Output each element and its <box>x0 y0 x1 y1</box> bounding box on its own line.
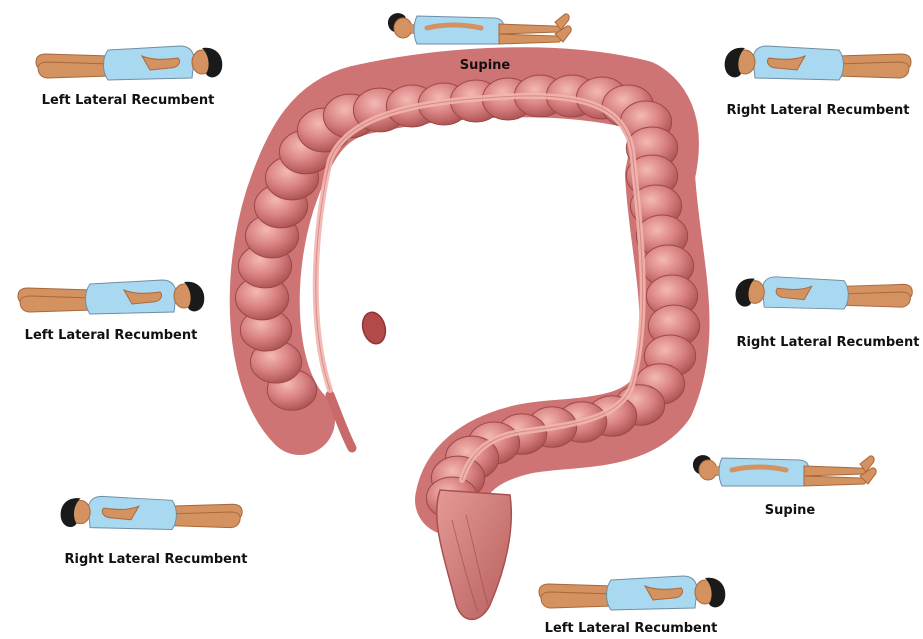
patient-figure-icon <box>533 568 728 616</box>
position-label: Supine <box>765 503 815 518</box>
position-label: Left Lateral Recumbent <box>25 328 198 343</box>
position-label: Left Lateral Recumbent <box>42 93 215 108</box>
patient-figure-icon <box>722 38 917 86</box>
position-label: Right Lateral Recumbent <box>737 335 920 350</box>
patient-figure-icon <box>12 272 207 320</box>
position-label: Supine <box>460 58 510 73</box>
position-label: Right Lateral Recumbent <box>65 552 248 567</box>
position-label: Left Lateral Recumbent <box>545 621 718 636</box>
position-label: Right Lateral Recumbent <box>727 103 910 118</box>
patient-figure-icon <box>383 10 578 50</box>
patient-figure-icon <box>58 488 248 536</box>
ileum-stump <box>359 310 389 347</box>
patient-figure-icon <box>30 38 225 86</box>
patient-figure-icon <box>688 452 883 492</box>
patient-figure-icon <box>733 268 918 316</box>
